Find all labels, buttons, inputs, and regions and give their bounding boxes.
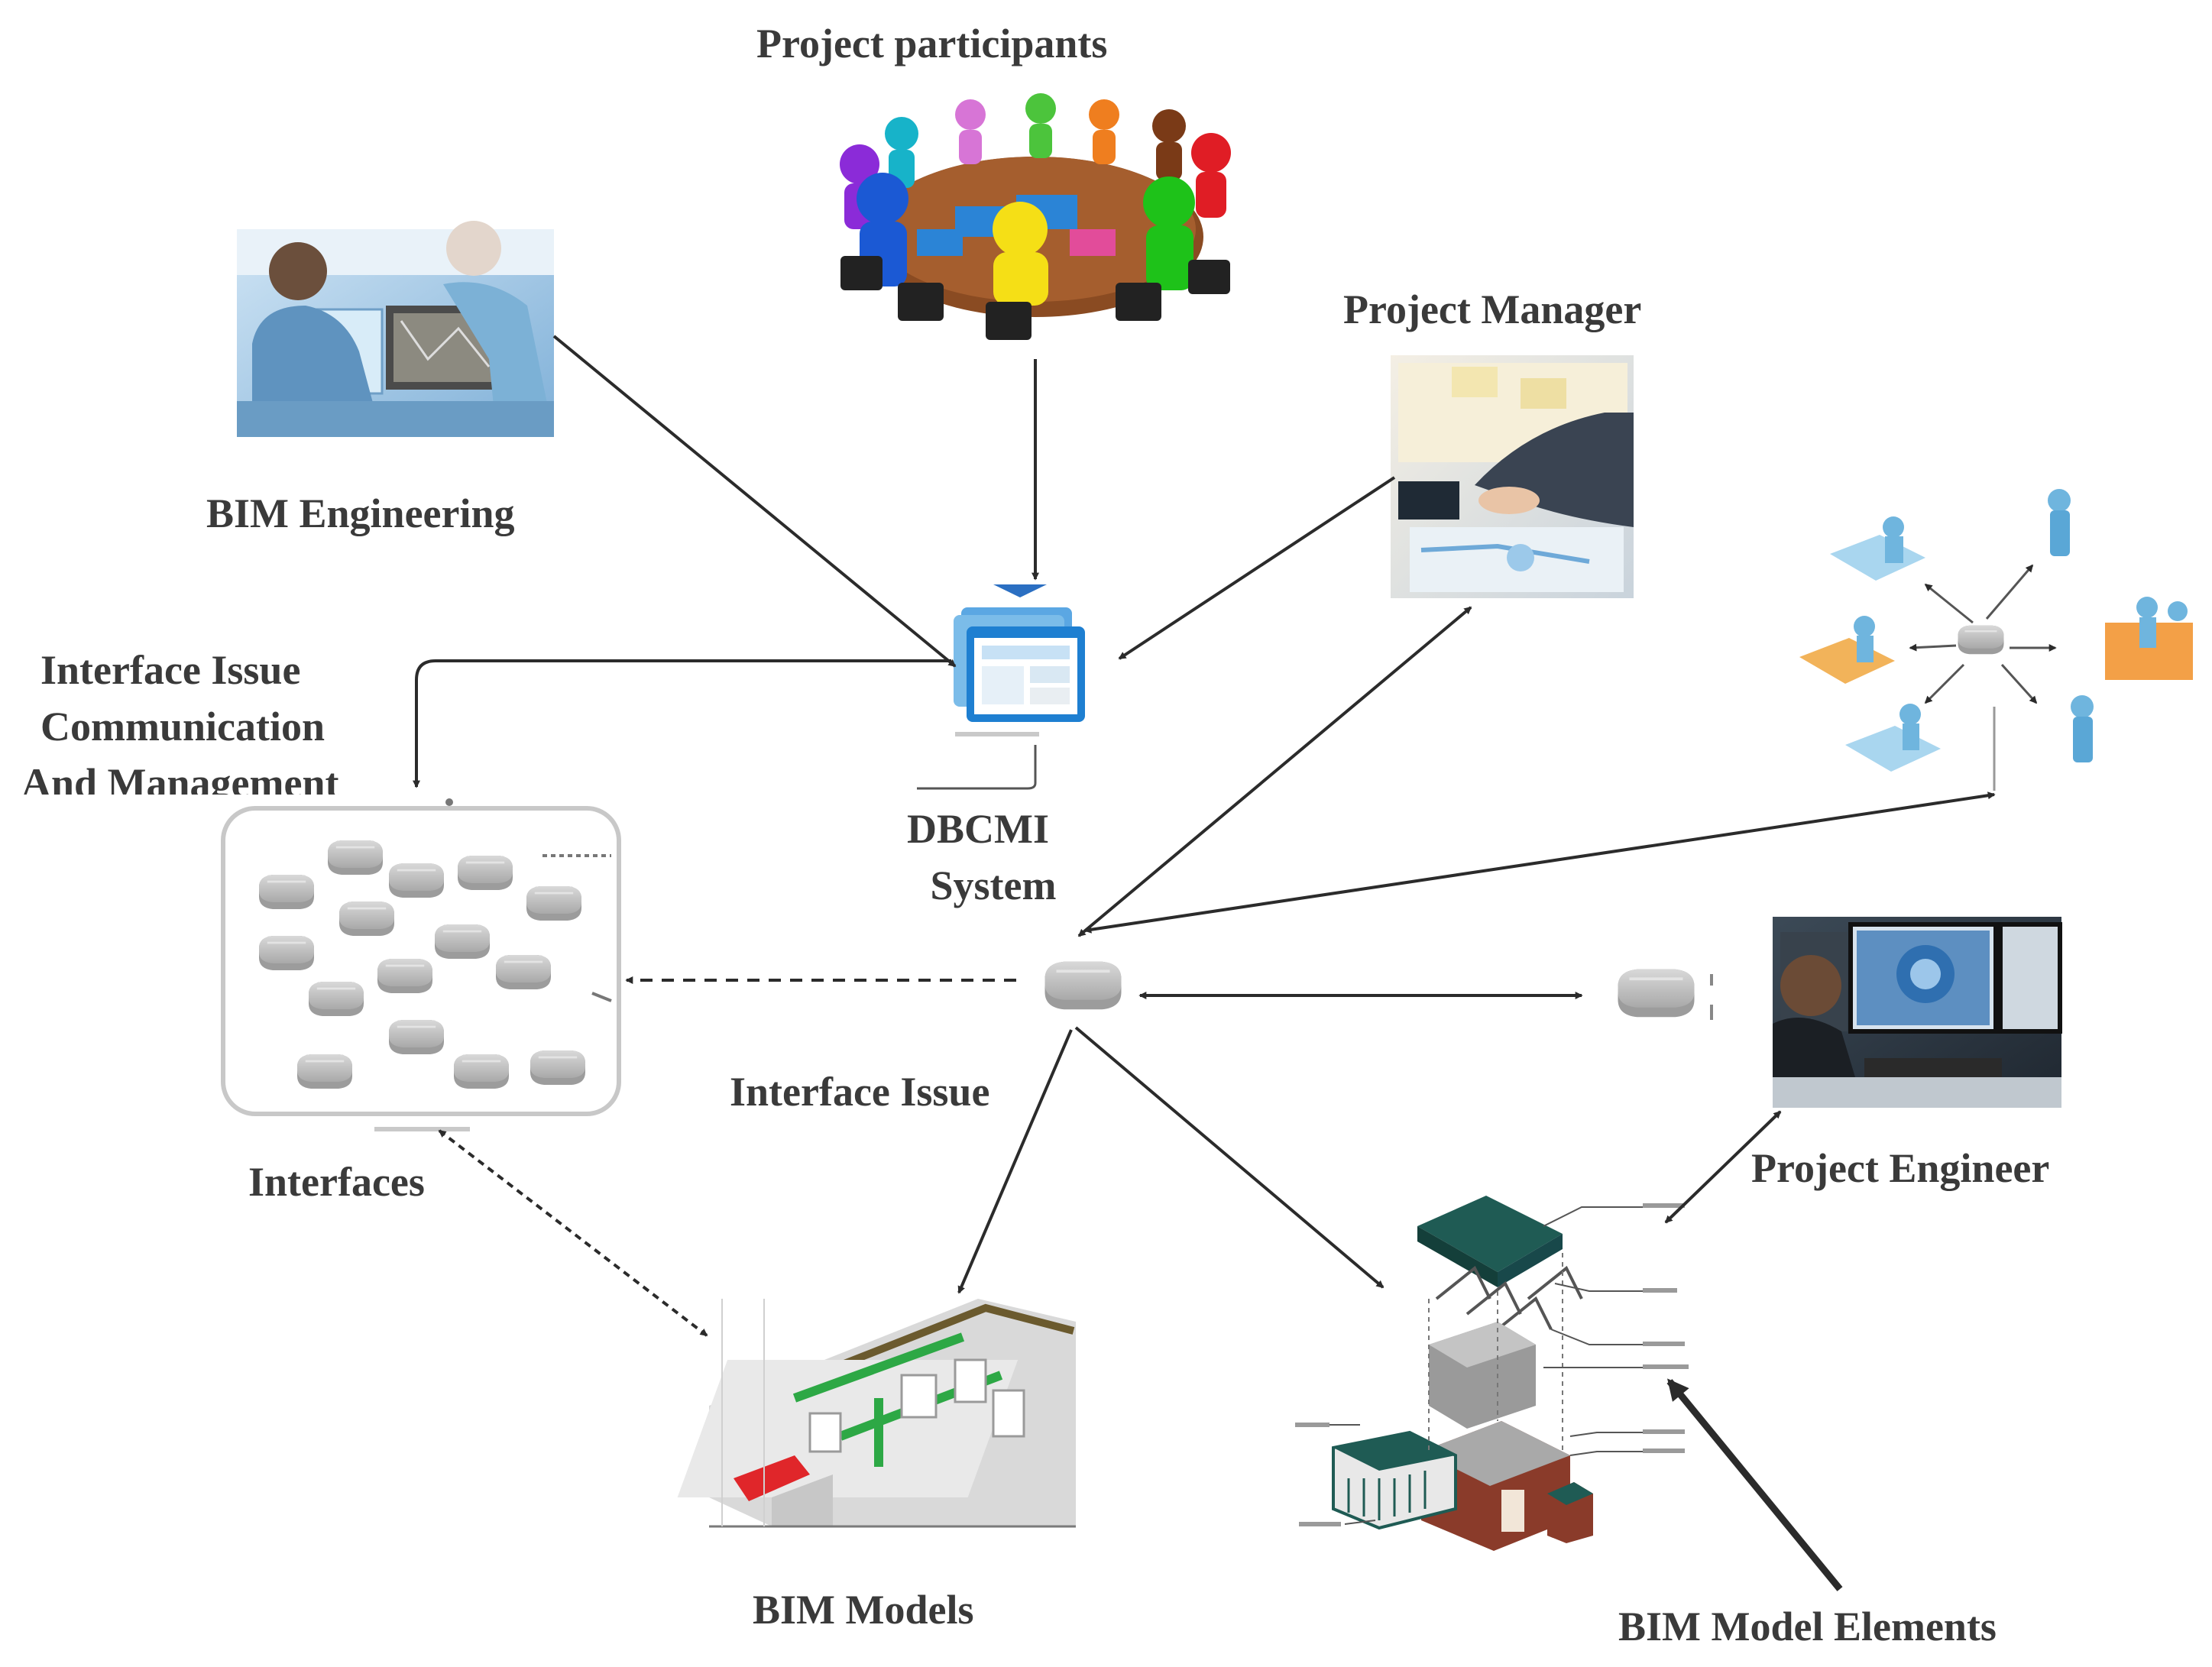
exploded-building-elements xyxy=(1295,1196,1689,1551)
manager-documents-photo xyxy=(1391,355,1634,598)
round-table-meeting-icon xyxy=(821,88,1249,355)
people-network-icon xyxy=(1799,489,2193,791)
engineers-at-screen-photo xyxy=(237,221,554,437)
label-bim-model-elements: BIM Model Elements xyxy=(1618,1604,1997,1649)
label-dbcmi-line1: DBCMI xyxy=(907,806,1049,852)
label-dbcmi-line2: System xyxy=(930,863,1057,908)
secondary-cube-icon xyxy=(1616,967,1713,1020)
connectors xyxy=(413,335,1996,1591)
label-project-manager: Project Manager xyxy=(1343,286,1642,332)
label-dbcmi-system: DBCMI System xyxy=(879,801,1108,914)
engineer-at-monitors-photo xyxy=(1773,917,2062,1108)
software-window-stack-icon xyxy=(917,584,1085,790)
arrow-issue-manager xyxy=(1077,606,1472,937)
label-bim-models: BIM Models xyxy=(753,1587,974,1633)
label-project-participants: Project participants xyxy=(756,21,1108,66)
label-interface-issue-line3: And Management xyxy=(21,760,339,795)
label-interface-issue-communication: Interface Issue Communication And Manage… xyxy=(21,642,419,795)
issue-cube-icon xyxy=(1043,960,1123,1012)
arrow-interfaces-bim-models xyxy=(438,1129,708,1337)
label-interface-issue-line1: Interface Issue xyxy=(40,647,301,693)
arrow-issue-to-bim-elements xyxy=(1074,1026,1385,1289)
label-project-engineer: Project Engineer xyxy=(1751,1145,2050,1191)
arrow-model-elements-label xyxy=(1666,1378,1843,1591)
label-bim-engineering: BIM Engineering xyxy=(206,490,515,536)
label-interface-issue-line2: Communication xyxy=(40,704,325,749)
label-interface-issue: Interface Issue xyxy=(730,1069,990,1115)
arrow-dbcmi-to-interface-comm xyxy=(413,659,951,788)
people-network-desk-1 xyxy=(1830,516,1925,581)
interface-cubes-panel xyxy=(221,798,621,1131)
arrow-engineer-bim-elements xyxy=(1664,1110,1782,1224)
3d-building-model-render xyxy=(677,1299,1076,1528)
arrow-issue-network xyxy=(1083,791,1996,934)
arrow-manager-to-dbcmi xyxy=(1118,476,1396,660)
arrow-issue-to-bim-models xyxy=(957,1029,1073,1294)
arrow-bim-engineering-to-dbcmi xyxy=(552,335,957,668)
label-interfaces: Interfaces xyxy=(248,1159,425,1205)
